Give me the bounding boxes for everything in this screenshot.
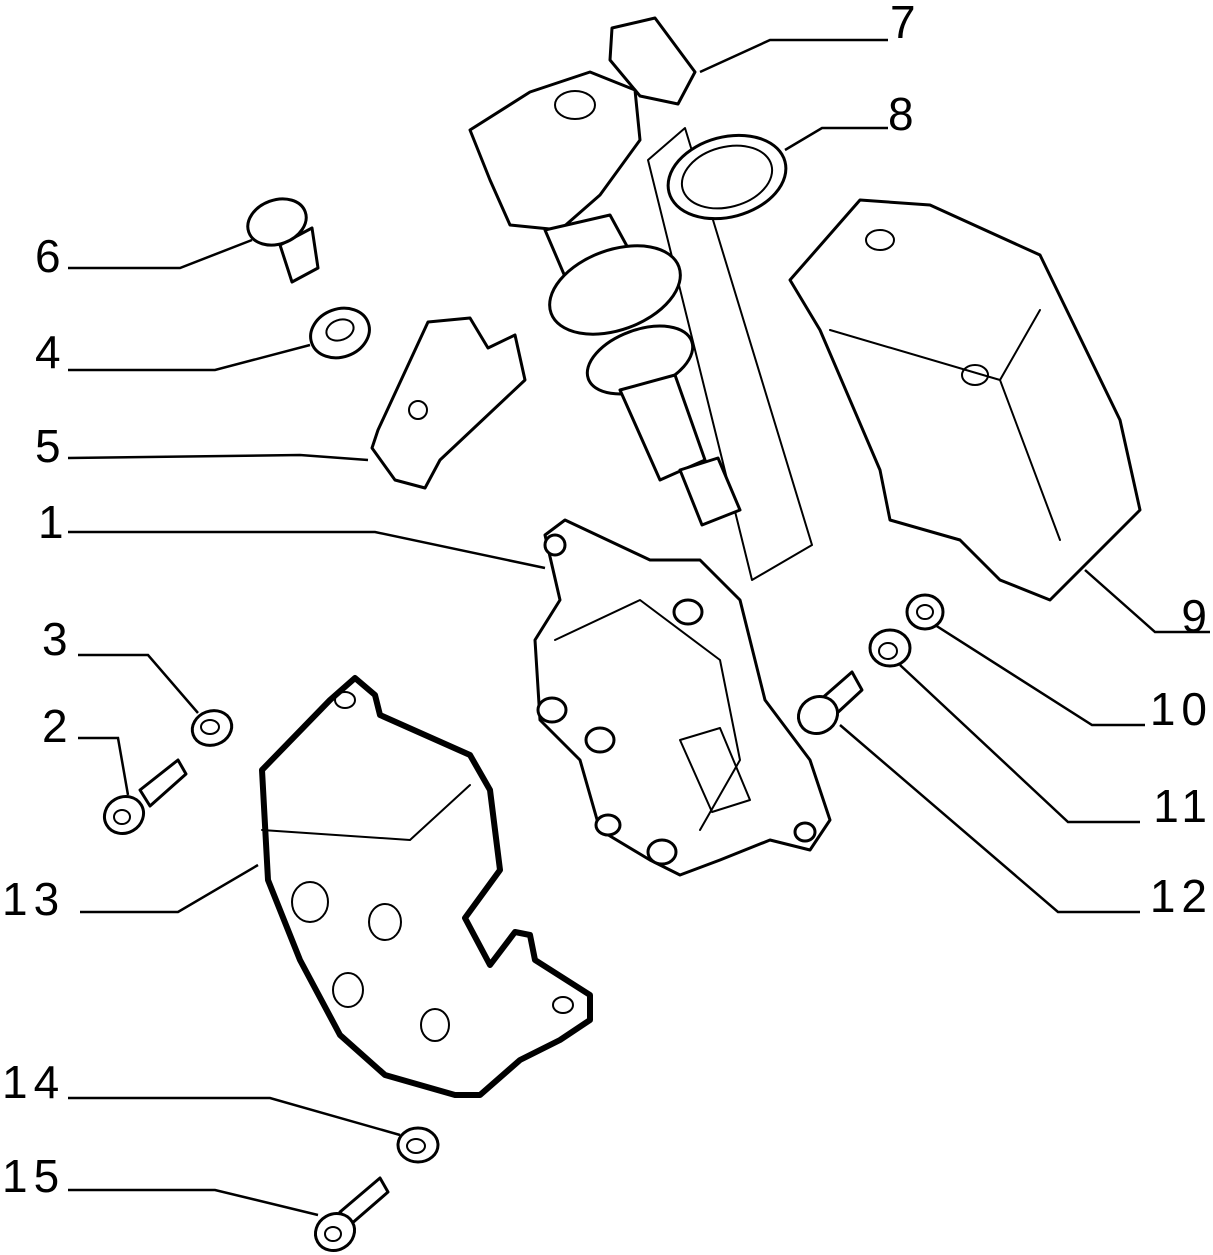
- part-9-cover-housing: [788, 198, 1142, 602]
- callout-6: 6: [35, 230, 67, 282]
- leader-12: [839, 724, 1140, 914]
- part-1-main-body: [533, 518, 832, 877]
- leader-5: [67, 453, 369, 462]
- callout-4: 4: [35, 326, 67, 378]
- leader-2: [78, 736, 130, 796]
- callout-12: 12: [1150, 870, 1213, 922]
- part-6-bolt: [246, 197, 320, 284]
- shaft-lower: [618, 373, 707, 482]
- callout-5: 5: [35, 420, 67, 472]
- part-2-screw: [102, 758, 188, 836]
- head-bore: [554, 90, 596, 120]
- callout-10: 10: [1150, 683, 1213, 735]
- leader-11: [899, 664, 1140, 824]
- callout-14: 14: [2, 1056, 65, 1108]
- callout-3: 3: [42, 613, 74, 665]
- callout-8: 8: [888, 88, 920, 140]
- part-10-nut: [905, 593, 945, 631]
- leader-14: [68, 1096, 401, 1137]
- leader-1: [68, 530, 546, 570]
- leader-13: [80, 863, 259, 914]
- part-4-washer: [309, 306, 371, 360]
- callout-15: 15: [2, 1150, 65, 1202]
- splined-end: [678, 456, 742, 527]
- callout-1: 1: [38, 496, 70, 548]
- shaft-head-housing: [468, 70, 642, 232]
- leader-6: [68, 238, 253, 270]
- leader-9: [1084, 569, 1210, 634]
- leader-lines: [67, 38, 1210, 1217]
- callout-2: 2: [42, 700, 74, 752]
- part-13-shield-plate: [259, 675, 593, 1098]
- part-14-nut: [396, 1126, 440, 1164]
- callout-13: 13: [2, 873, 65, 925]
- callout-11: 11: [1153, 780, 1213, 832]
- part-8-o-ring: [666, 133, 788, 221]
- shaft-flange: [548, 244, 682, 336]
- callout-7: 7: [890, 0, 922, 48]
- leader-15: [68, 1188, 319, 1217]
- part-15-screw: [313, 1176, 390, 1253]
- part-11-washer: [868, 628, 912, 668]
- leader-7: [699, 38, 888, 74]
- callout-labels: 7 8 6 4 5 1 3 2 13 14 15 9 10 11 12: [2, 0, 1213, 1202]
- part-12-bolt: [796, 670, 864, 736]
- part-7-shaft-assembly: [468, 16, 813, 581]
- leader-4: [68, 343, 311, 372]
- part-5-bracket: [370, 316, 527, 490]
- leader-3: [78, 653, 199, 714]
- part-3-nut: [190, 709, 234, 747]
- callout-9: 9: [1181, 590, 1213, 642]
- assembly-axis-guide: [647, 127, 813, 581]
- connector-plug: [608, 16, 697, 106]
- leader-8: [784, 126, 888, 152]
- leader-10: [934, 623, 1145, 727]
